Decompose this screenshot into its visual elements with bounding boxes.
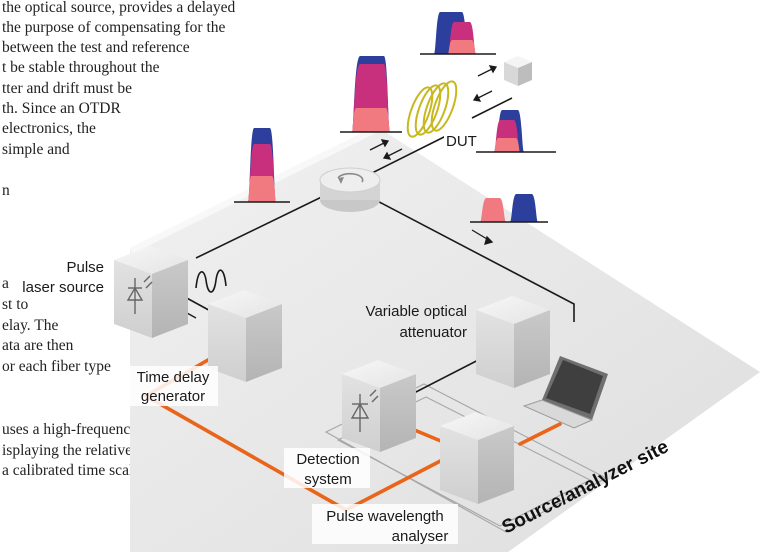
time-delay-label-bg [128,366,218,406]
bg-text-line: simple and [2,141,70,158]
bg-text-line: elay. The [2,317,59,334]
pulse-at-dut-output [420,12,496,55]
detection-system-label-line1: Detection [296,451,359,468]
sine-wave-icon [195,269,227,293]
fiber-coil-icon [406,80,458,138]
pulse-before-circulator [234,128,290,203]
bg-text-line: a [2,275,9,292]
pulse-after-circulator [340,56,402,133]
pulse-wavelength-analyser-label-line1: Pulse wavelength [326,508,444,525]
laptop-icon [522,356,608,429]
pulse-wavelength-analyser-label-line2: analyser [392,528,449,545]
detection-system-label-line2: system [304,471,352,488]
detection-system-box [342,360,416,452]
photodiode-icon [350,389,379,432]
pulse-laser-source-label-line1: Pulse [66,259,104,276]
variable-attenuator-label-line2: attenuator [399,324,467,341]
bg-text-line: t be stable throughout the [2,59,160,76]
bg-text-line: or each fiber type [2,358,111,375]
variable-attenuator-label-line1: Variable optical [366,303,467,320]
pulse-to-attenuator [470,194,548,223]
bg-text-line: a calibrated time scale. An [2,462,166,479]
bg-text-line: the purpose of compensating for the [2,19,226,36]
wavelength-label-bg [312,504,458,544]
dut-label: DUT [446,133,477,150]
bg-text-line: between the test and reference [2,39,190,56]
laser-diode-icon [126,275,153,314]
reflector-cube [504,56,532,86]
bg-text-line: uses a high-frequency [2,421,139,438]
pulse-wavelength-analyser-box [440,412,514,504]
variable-optical-attenuator-box [476,296,550,388]
bg-text-line: ata are then [2,337,74,354]
circulator-icon [319,167,381,212]
bg-text-line: th. Since an OTDR [2,100,121,117]
bg-text-line: the optical source, provides a delayed [2,0,236,16]
detection-label-bg [284,448,370,488]
bg-text-line: st to [2,296,29,313]
time-delay-generator-label-line2: generator [141,388,205,405]
dut-label-bg [444,132,478,150]
pulse-returning-from-dut [476,110,556,153]
bg-text-line: n [2,182,10,199]
bg-text-line: electronics, the [2,120,96,137]
pulse-laser-source-label-line2: laser source [22,279,104,296]
pulse-laser-source-box [114,246,188,338]
bg-text-line: tter and drift must be [2,80,132,97]
time-delay-generator-label-line1: Time delay [137,369,210,386]
time-delay-generator-box [208,290,282,382]
